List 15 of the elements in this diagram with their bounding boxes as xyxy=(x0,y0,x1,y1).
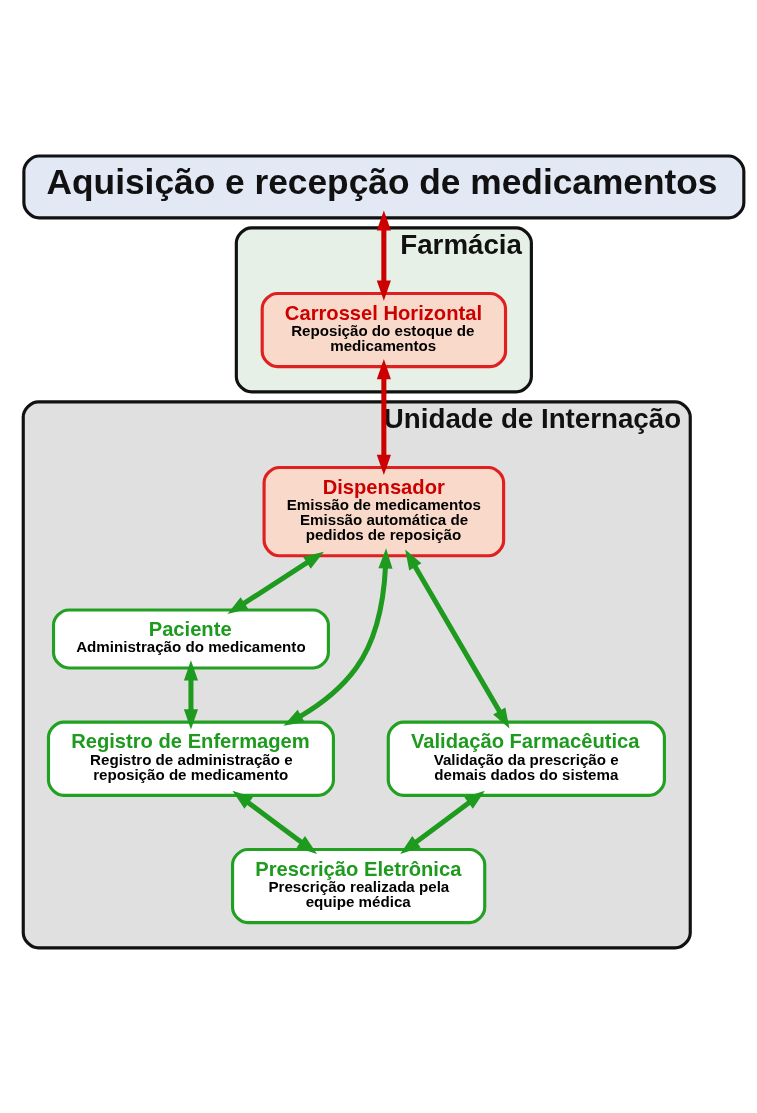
arrow xyxy=(227,551,324,614)
arrow xyxy=(405,548,510,728)
arrow xyxy=(232,790,318,854)
node-box: Aquisição e recepção de medicamentos xyxy=(22,153,746,219)
arrow xyxy=(376,358,391,475)
arrow xyxy=(183,659,199,729)
node-box: Carrossel Horizontal Reposição do estoque de medicamentos xyxy=(260,291,508,368)
node-box: Registro de Enfermagem Registro de administração e reposição de medicamento xyxy=(46,720,335,797)
arrow xyxy=(376,209,391,301)
arrow xyxy=(283,547,393,726)
arrow xyxy=(400,790,485,854)
node-box: Dispensador Emissão de medicamentos Emissão automática de pedidos de reposição xyxy=(262,465,506,557)
node-box: Validação Farmacêutica Validação da prescrição e demais dados do sistema xyxy=(386,720,666,797)
node-box: Paciente Administração do medicamento xyxy=(51,607,330,670)
node-box: Prescrição Eletrônica Prescrição realizada pela equipe médica xyxy=(230,847,487,924)
